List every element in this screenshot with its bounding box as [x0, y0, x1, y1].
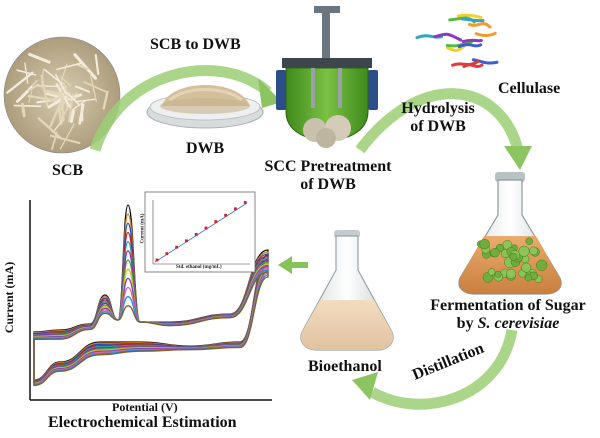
bagasse-fibre — [78, 103, 85, 125]
inset-xlabel: Std. ethanol (mg/mL) — [176, 265, 222, 270]
yeast-cell — [494, 270, 502, 278]
yeast-cell — [487, 268, 496, 276]
label-dwb: DWB — [186, 140, 225, 157]
yeast-cell — [509, 252, 518, 261]
inset-ylabel: Current (mA) — [140, 213, 146, 244]
cv-ylabel: Current (mA) — [2, 261, 17, 334]
bagasse-fibre — [102, 90, 109, 110]
yeast-cell — [529, 246, 538, 256]
yeast-cell — [524, 274, 532, 282]
dwb-petri-dish — [146, 85, 264, 129]
label-hydrolysis-line2: of DWB — [410, 118, 466, 135]
bagasse-fibre — [83, 81, 107, 93]
label-fermentation-line1: Fermentation of Sugar — [430, 297, 586, 314]
bagasse-fibre — [57, 92, 72, 113]
scb-image — [3, 36, 121, 154]
bagasse-fibre — [28, 52, 51, 64]
inset-point — [175, 245, 178, 249]
bagasse-fibre — [94, 53, 100, 76]
bagasse-fibre — [28, 90, 33, 104]
bagasse-fibre — [69, 108, 76, 123]
bagasse-fibre — [20, 102, 26, 118]
label-hydrolysis: Hydrolysis of DWB — [390, 100, 486, 136]
fermentation-flask — [458, 172, 562, 295]
protein-helix — [433, 32, 463, 42]
bagasse-fibre — [89, 72, 97, 103]
label-scc-line1: SCC Pretreatment — [264, 158, 392, 175]
bagasse-fibre — [76, 98, 96, 103]
yeast-cell — [490, 247, 500, 258]
label-cellulase: Cellulase — [498, 80, 561, 97]
yeast-cell — [536, 259, 548, 271]
label-fermentation-species: S. cerevisiae — [477, 315, 560, 332]
inset-point — [185, 239, 188, 243]
bagasse-fibre — [27, 94, 62, 103]
protein-helix — [467, 22, 492, 29]
bagasse-fibre — [56, 62, 83, 71]
protein-helix — [456, 13, 483, 20]
inset-point — [165, 252, 169, 255]
protein-helix — [415, 34, 444, 40]
bagasse-fibre — [60, 76, 72, 87]
cv-curve — [33, 259, 269, 384]
bagasse-fibre — [60, 97, 65, 122]
arrow-distillation — [352, 328, 518, 410]
bagasse-fibre — [41, 69, 44, 89]
label-electrochemical: Electrochemical Estimation — [48, 414, 237, 431]
protein-helix — [474, 31, 497, 38]
bagasse-fibre — [49, 96, 64, 128]
yeast-cell — [506, 268, 517, 279]
inset-point — [243, 201, 247, 204]
bagasse-fibre — [55, 73, 67, 94]
inset-point — [155, 258, 159, 262]
yeast-cell — [525, 237, 533, 245]
label-scb: SCB — [52, 162, 84, 179]
arrow-to-electrochemical — [278, 256, 308, 274]
inset-point — [224, 213, 227, 217]
bagasse-fibre — [59, 123, 75, 150]
inset-point — [194, 233, 198, 236]
protein-helix — [471, 58, 499, 65]
bagasse-fibre — [73, 53, 98, 80]
bagasse-fibre — [51, 131, 58, 151]
label-fermentation-by: by — [456, 315, 478, 332]
yeast-cell — [521, 262, 532, 273]
inset-point — [214, 220, 218, 223]
label-bioethanol: Bioethanol — [308, 358, 382, 375]
bagasse-fibre — [6, 71, 34, 94]
cv-plot — [29, 200, 272, 401]
protein-helix — [461, 17, 485, 23]
cv-curve — [33, 271, 269, 387]
label-scc-line2: of DWB — [300, 176, 356, 193]
bioethanol-flask — [300, 230, 394, 351]
bagasse-fibre — [37, 117, 63, 140]
protein-helix — [461, 38, 483, 43]
cellulase-protein — [415, 13, 499, 69]
label-hydrolysis-line1: Hydrolysis — [401, 100, 475, 117]
inset-plot — [144, 191, 256, 273]
yeast-cell — [479, 238, 490, 250]
label-fermentation: Fermentation of Sugar by S. cerevisiae — [418, 297, 598, 333]
label-fermentation-line2: by S. cerevisiae — [418, 315, 598, 333]
protein-helix — [446, 44, 466, 52]
yeast-cell — [518, 245, 530, 257]
bagasse-fibre — [13, 104, 42, 108]
bagasse-fibre — [27, 83, 40, 92]
protein-helix — [457, 43, 483, 49]
label-scc-pretreatment: SCC Pretreatment of DWB — [250, 158, 406, 194]
bagasse-fibre — [43, 68, 66, 87]
bagasse-fibre — [74, 85, 91, 93]
bagasse-fibre — [76, 63, 89, 71]
scc-reactor — [276, 6, 378, 148]
inset-point — [204, 226, 208, 230]
inset-point — [234, 207, 237, 211]
bagasse-fibre — [65, 91, 81, 106]
label-scb-to-dwb: SCB to DWB — [150, 36, 241, 53]
arrow-to-hydrolysis — [355, 88, 532, 170]
bagasse-fibre — [24, 62, 29, 84]
cv-xlabel: Potential (V) — [112, 400, 178, 414]
protein-helix — [451, 60, 480, 67]
